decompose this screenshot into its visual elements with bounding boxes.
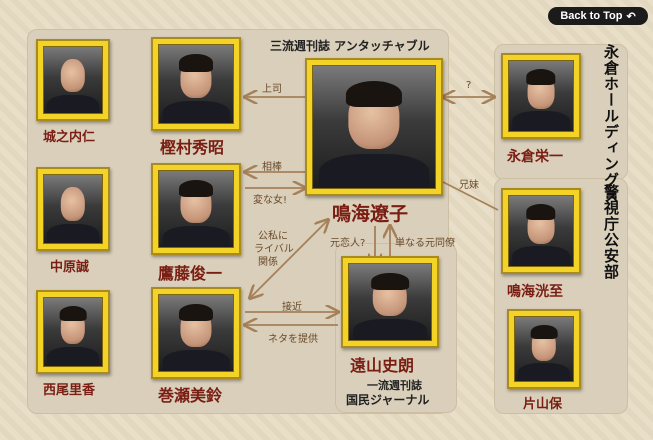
kokumin-group-title-line2: 国民ジャーナル [346,393,430,407]
back-to-top-label: Back to Top [560,10,623,22]
police-group-title: 警視庁公安部 [602,184,620,280]
photo-nakahara [43,174,103,244]
return-arrow-icon: ↶ [626,10,636,23]
photo-katayama [514,316,574,382]
portrait-nakahara[interactable] [36,167,110,251]
relation-ex-lover: 元恋人? [330,238,366,249]
relation-rival-line3: 関係 [258,257,278,268]
photo-kashimura [158,44,234,124]
name-takato: 鷹藤俊一 [158,264,223,283]
relation-question: ? [466,80,472,91]
kokumin-group-title-line1: 一流週刊誌 [367,379,422,392]
photo-makise [158,294,234,372]
portrait-makise[interactable] [151,287,241,379]
line-rival [250,220,328,298]
name-nagakura: 永倉栄一 [507,149,563,165]
portrait-nishio[interactable] [36,290,110,374]
relation-sibling: 兄妹 [459,180,479,191]
photo-narumi-kiyoshi [508,195,574,267]
photo-takato [158,170,234,248]
name-makise: 巻瀬美鈴 [158,386,223,405]
relation-approach: 接近 [282,302,302,313]
photo-jonouchi [43,46,103,114]
photo-nishio [43,297,103,367]
photo-toyama [348,263,432,341]
portrait-takato[interactable] [151,163,241,255]
relation-rival-line1: 公私に [258,231,288,242]
name-nakahara: 中原誠 [50,260,90,275]
name-toyama: 遠山史朗 [350,356,415,375]
relation-boss: 上司 [262,84,282,95]
name-kashimura: 樫村秀昭 [160,138,225,157]
photo-narumi-yoko [312,65,436,189]
name-jonouchi: 城之内仁 [43,130,96,145]
name-katayama: 片山保 [523,397,563,412]
untouchable-group-title: 三流週刊誌 アンタッチャブル [270,39,430,53]
relation-partner: 相棒 [262,162,282,173]
portrait-jonouchi[interactable] [36,39,110,121]
name-nishio: 西尾里香 [43,383,96,398]
photo-nagakura [508,60,574,132]
relation-weird-woman: 変な女! [253,195,288,206]
portrait-toyama[interactable] [341,256,439,348]
nagakura-group-title: 永倉ホールディングス [602,44,620,204]
relation-tip-off: ネタを提供 [268,334,318,345]
portrait-kashimura[interactable] [151,37,241,131]
line-sibling [442,181,499,211]
name-narumi-kiyoshi: 鳴海洸至 [507,284,563,300]
portrait-katayama[interactable] [507,309,581,389]
back-to-top-button[interactable]: Back to Top ↶ [548,7,648,25]
portrait-nagakura[interactable] [501,53,581,139]
name-narumi-yoko: 鳴海遼子 [332,203,409,225]
relation-rival-line2: ライバル [254,244,294,255]
relation-ex-colleague: 単なる元同僚 [395,238,455,249]
portrait-narumi-yoko[interactable] [305,58,443,196]
portrait-narumi-kiyoshi[interactable] [501,188,581,274]
